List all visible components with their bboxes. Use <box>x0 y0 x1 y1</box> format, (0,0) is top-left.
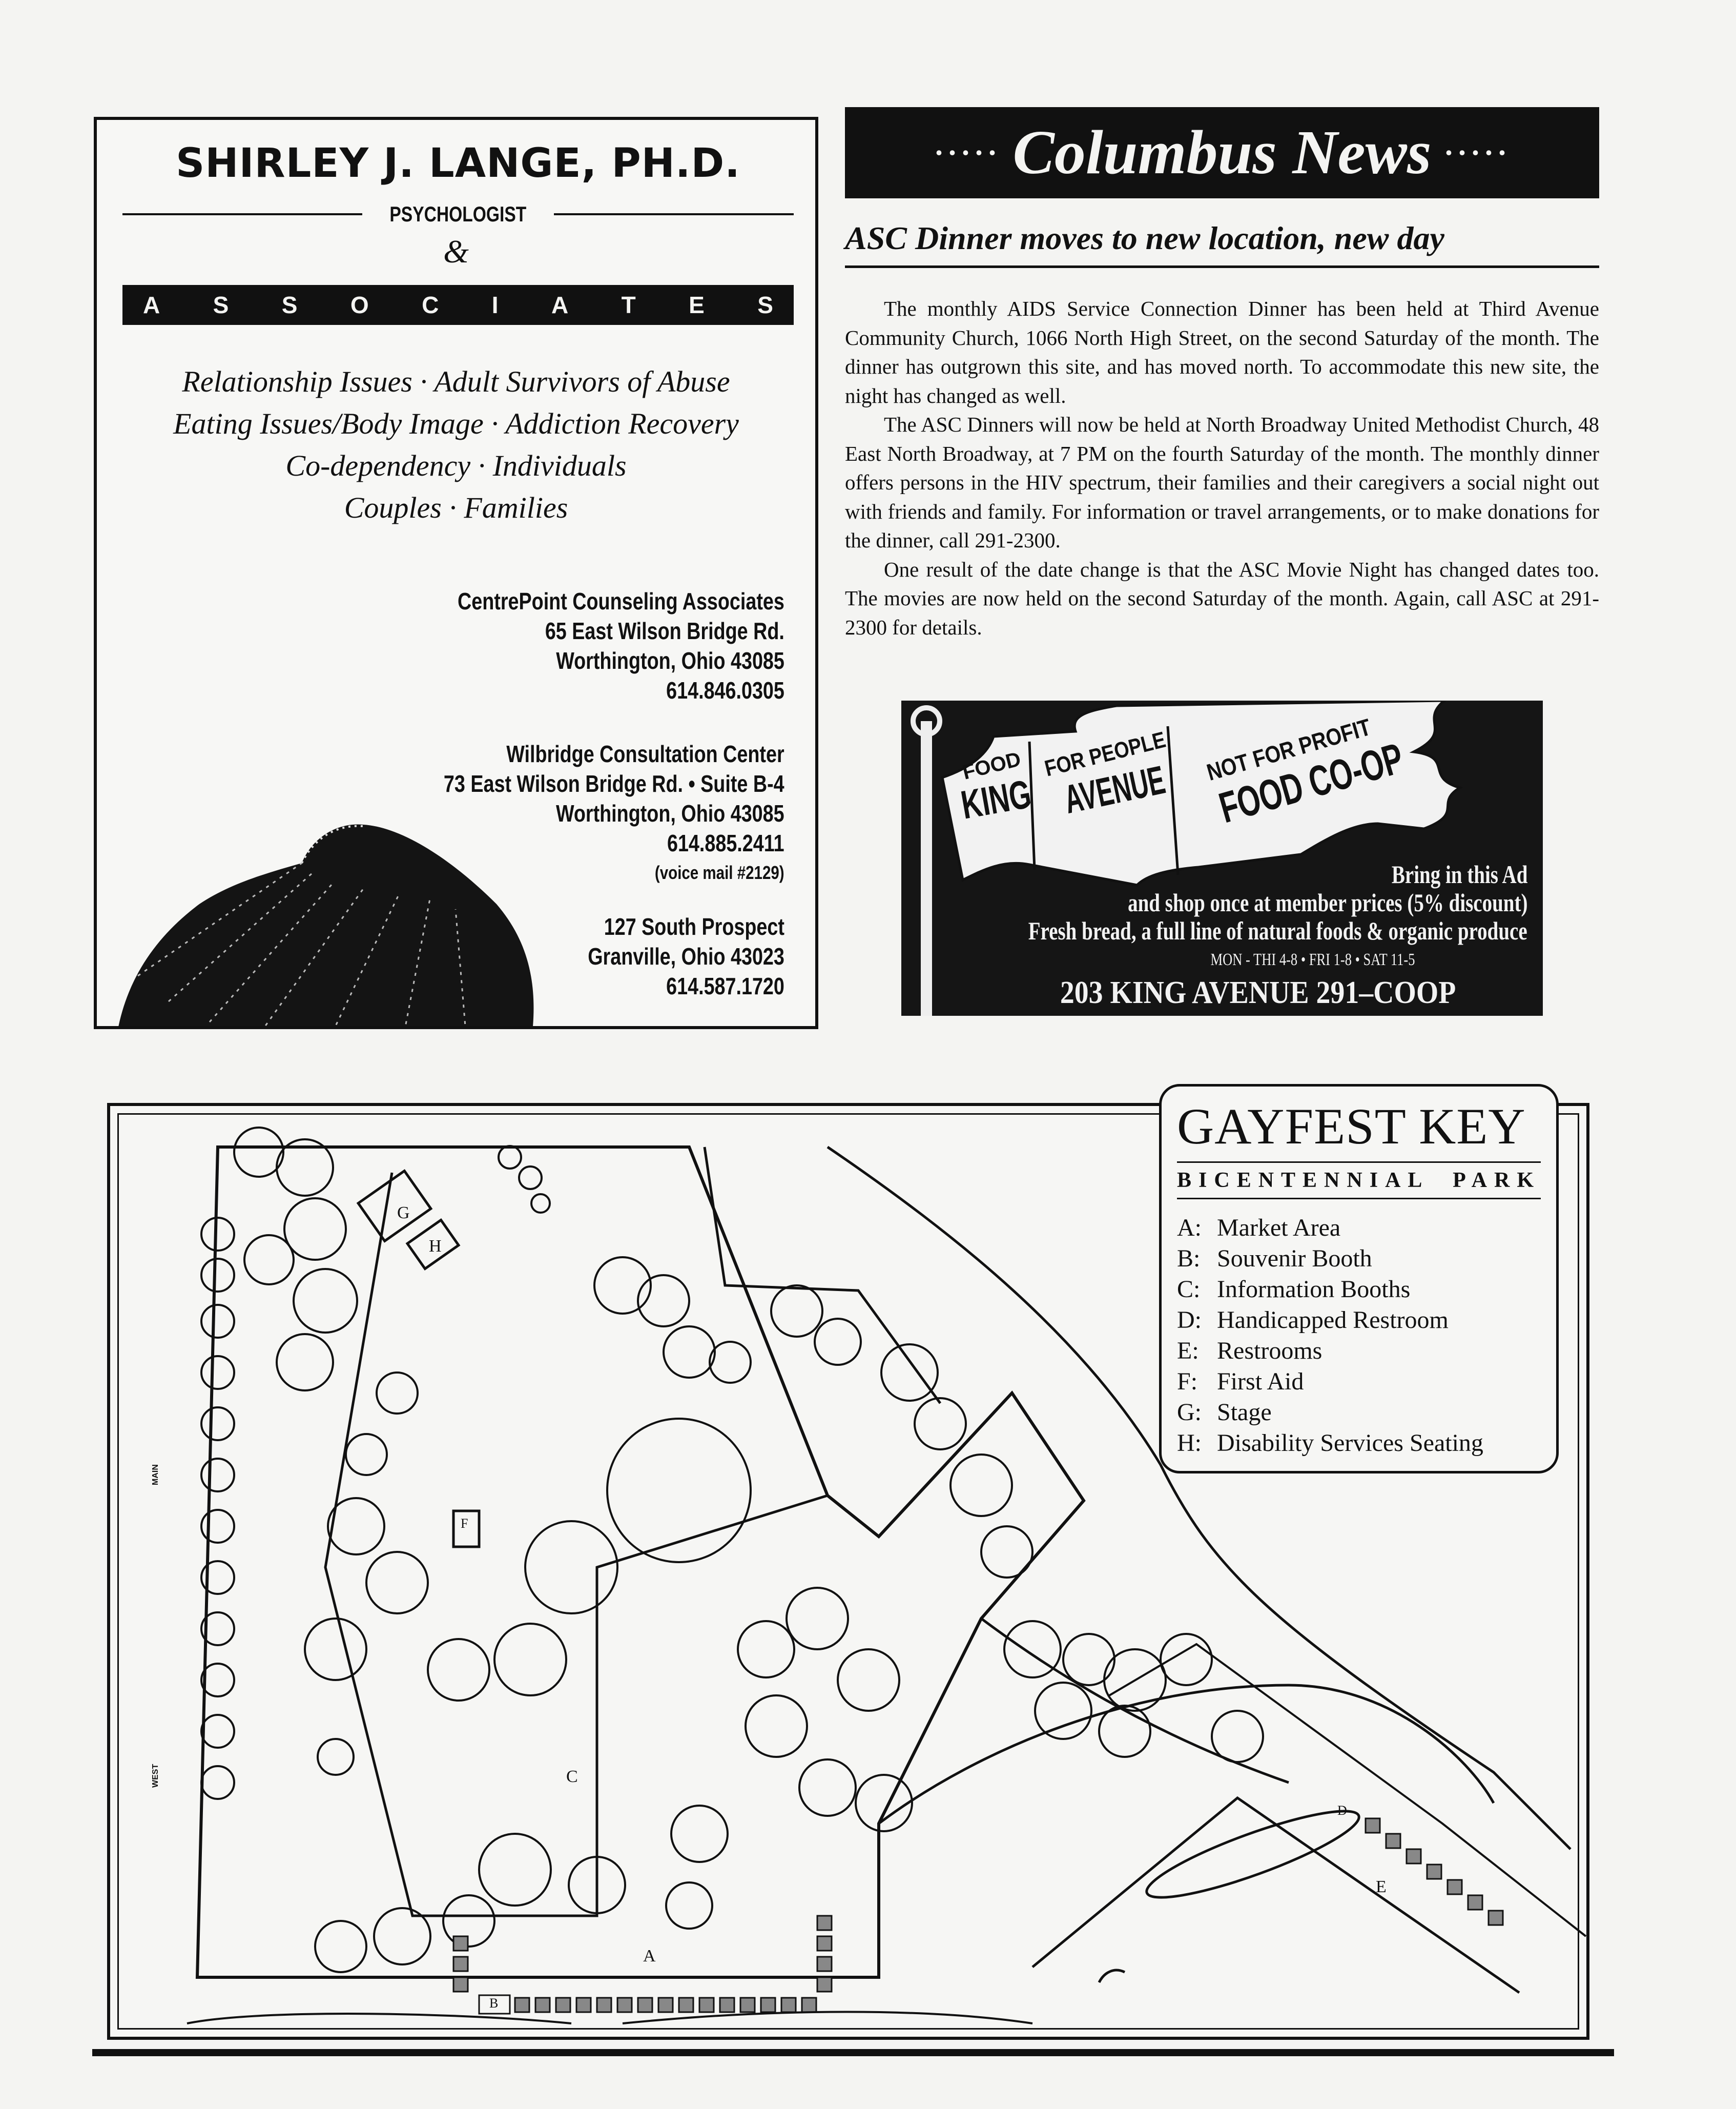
key-label: Restrooms <box>1217 1337 1322 1364</box>
key-item: C: Information Booths <box>1177 1274 1541 1305</box>
map-key: GAYFEST KEY BICENTENNIAL PARK A: Market A… <box>1159 1084 1559 1473</box>
voicemail-note: (voice mail #2129) <box>655 862 784 883</box>
key-label: Souvenir Booth <box>1217 1245 1372 1272</box>
map-label-market: A <box>643 1947 656 1965</box>
location-city: Worthington, Ohio 43085 <box>556 800 784 827</box>
services-list: Relationship Issues · Adult Survivors of… <box>97 361 815 529</box>
banner-dots: ····· <box>1443 135 1511 170</box>
location-city: Granville, Ohio 43023 <box>588 943 784 970</box>
key-item: H: Disability Services Seating <box>1177 1428 1541 1459</box>
street-label-main: MAIN <box>151 1464 160 1485</box>
key-title: GAYFEST KEY <box>1177 1098 1526 1155</box>
map-label-stage: G <box>397 1203 410 1222</box>
key-letter: G: <box>1177 1399 1202 1426</box>
map-label-first-aid: F <box>461 1516 468 1531</box>
key-label: Market Area <box>1217 1214 1341 1241</box>
ad-name: SHIRLEY J. LANGE, PH.D. <box>176 140 740 187</box>
letter: T <box>621 292 636 318</box>
letter: I <box>491 292 499 318</box>
location-street: 65 East Wilson Bridge Rd. <box>545 618 784 644</box>
location-city: Worthington, Ohio 43085 <box>556 647 784 674</box>
psychologist-ad: SHIRLEY J. LANGE, PH.D. PSYCHOLOGIST & A… <box>94 117 818 1029</box>
location-wilbridge: Wilbridge Consultation Center 73 East Wi… <box>444 739 784 888</box>
promo-line: Fresh bread, a full line of natural food… <box>1028 916 1527 945</box>
park-plan-drawing <box>187 1127 1587 2024</box>
key-label: Information Booths <box>1217 1276 1411 1303</box>
key-letter: B: <box>1177 1245 1201 1272</box>
scallop-shell-illustration <box>118 824 534 1026</box>
key-letter: E: <box>1177 1337 1199 1364</box>
key-item: E: Restrooms <box>1177 1336 1541 1366</box>
flag-illustration <box>911 701 1463 1016</box>
section-banner: ····· Columbus News ····· <box>845 107 1599 198</box>
article-paragraph: The ASC Dinners will now be held at Nort… <box>845 413 1599 552</box>
divider <box>122 213 363 215</box>
article-paragraph: One result of the date change is that th… <box>845 557 1599 639</box>
service-line: Relationship Issues · Adult Survivors of… <box>182 365 730 398</box>
key-letter: H: <box>1177 1429 1202 1457</box>
letter: S <box>757 292 773 318</box>
service-line: Eating Issues/Body Image · Addiction Rec… <box>173 407 739 440</box>
map-frame <box>117 1113 1579 2030</box>
key-letter: D: <box>1177 1306 1202 1334</box>
banner-dots: ····· <box>934 135 1001 170</box>
section-title: Columbus News <box>1012 118 1432 187</box>
letter: A <box>143 292 160 318</box>
article-headline: ASC Dinner moves to new location, new da… <box>845 219 1599 268</box>
associates-bar: A S S O C I A T E S <box>122 285 794 325</box>
promo-line: and shop once at member prices (5% disco… <box>1127 888 1527 917</box>
key-label: Handicapped Restroom <box>1217 1306 1449 1334</box>
location-phone: 614.587.1720 <box>666 973 784 999</box>
key-subtitle-right: PARK <box>1453 1169 1541 1192</box>
map-label-info-booths: C <box>566 1767 578 1786</box>
article-paragraph: The monthly AIDS Service Connection Dinn… <box>845 297 1599 407</box>
map-label-seating: H <box>429 1237 442 1256</box>
key-list: A: Market Area B: Souvenir Booth C: Informa… <box>1177 1213 1541 1459</box>
ampersand: & <box>443 233 469 270</box>
location-name: Wilbridge Consultation Center <box>506 741 784 767</box>
location-phone: 614.885.2411 <box>667 830 784 856</box>
key-label: Stage <box>1217 1399 1272 1426</box>
map-label-souvenir: B <box>489 1996 499 2011</box>
location-name: CentrePoint Counseling Associates <box>458 588 784 615</box>
location-street: 73 East Wilson Bridge Rd. • Suite B-4 <box>444 770 784 797</box>
key-item: B: Souvenir Booth <box>1177 1243 1541 1274</box>
profession: PSYCHOLOGIST <box>389 202 527 226</box>
service-line: Co-dependency · Individuals <box>285 449 627 482</box>
store-hours: MON - THI 4-8 • FRI 1-8 • SAT 11-5 <box>1210 950 1415 969</box>
page-bottom-rule <box>92 2049 1614 2056</box>
street-label-west: WEST <box>151 1764 160 1788</box>
letter: E <box>689 292 705 318</box>
letter: A <box>551 292 569 318</box>
store-address: 203 KING AVENUE 291–COOP <box>1060 975 1456 1010</box>
letter: O <box>350 292 369 318</box>
key-letter: C: <box>1177 1276 1201 1303</box>
location-granville: 127 South Prospect Granville, Ohio 43023… <box>588 912 784 1001</box>
profession-row: PSYCHOLOGIST <box>122 202 794 227</box>
key-item: D: Handicapped Restroom <box>1177 1305 1541 1336</box>
food-coop-ad: FOOD KING FOR PEOPLE AVENUE NOT FOR PROF… <box>901 701 1543 1016</box>
location-street: 127 South Prospect <box>604 913 784 940</box>
letter: C <box>422 292 439 318</box>
letter: S <box>213 292 229 318</box>
key-label: First Aid <box>1217 1368 1304 1395</box>
map-label-handicapped-restroom: D <box>1337 1803 1347 1818</box>
map-label-restrooms: E <box>1376 1877 1387 1896</box>
location-centrepoint: CentrePoint Counseling Associates 65 Eas… <box>458 586 784 705</box>
divider <box>553 213 794 215</box>
key-item: A: Market Area <box>1177 1213 1541 1243</box>
promo-line: Bring in this Ad <box>1391 860 1527 889</box>
key-item: F: First Aid <box>1177 1366 1541 1397</box>
service-line: Couples · Families <box>344 491 568 524</box>
key-subtitle: BICENTENNIAL PARK <box>1177 1161 1541 1199</box>
letter: S <box>281 292 298 318</box>
location-phone: 614.846.0305 <box>666 677 784 704</box>
key-letter: F: <box>1177 1368 1198 1395</box>
key-letter: A: <box>1177 1214 1202 1241</box>
key-label: Disability Services Seating <box>1217 1429 1483 1457</box>
key-item: G: Stage <box>1177 1397 1541 1428</box>
key-subtitle-left: BICENTENNIAL <box>1177 1169 1430 1192</box>
article-body: The monthly AIDS Service Connection Dinn… <box>845 294 1599 642</box>
